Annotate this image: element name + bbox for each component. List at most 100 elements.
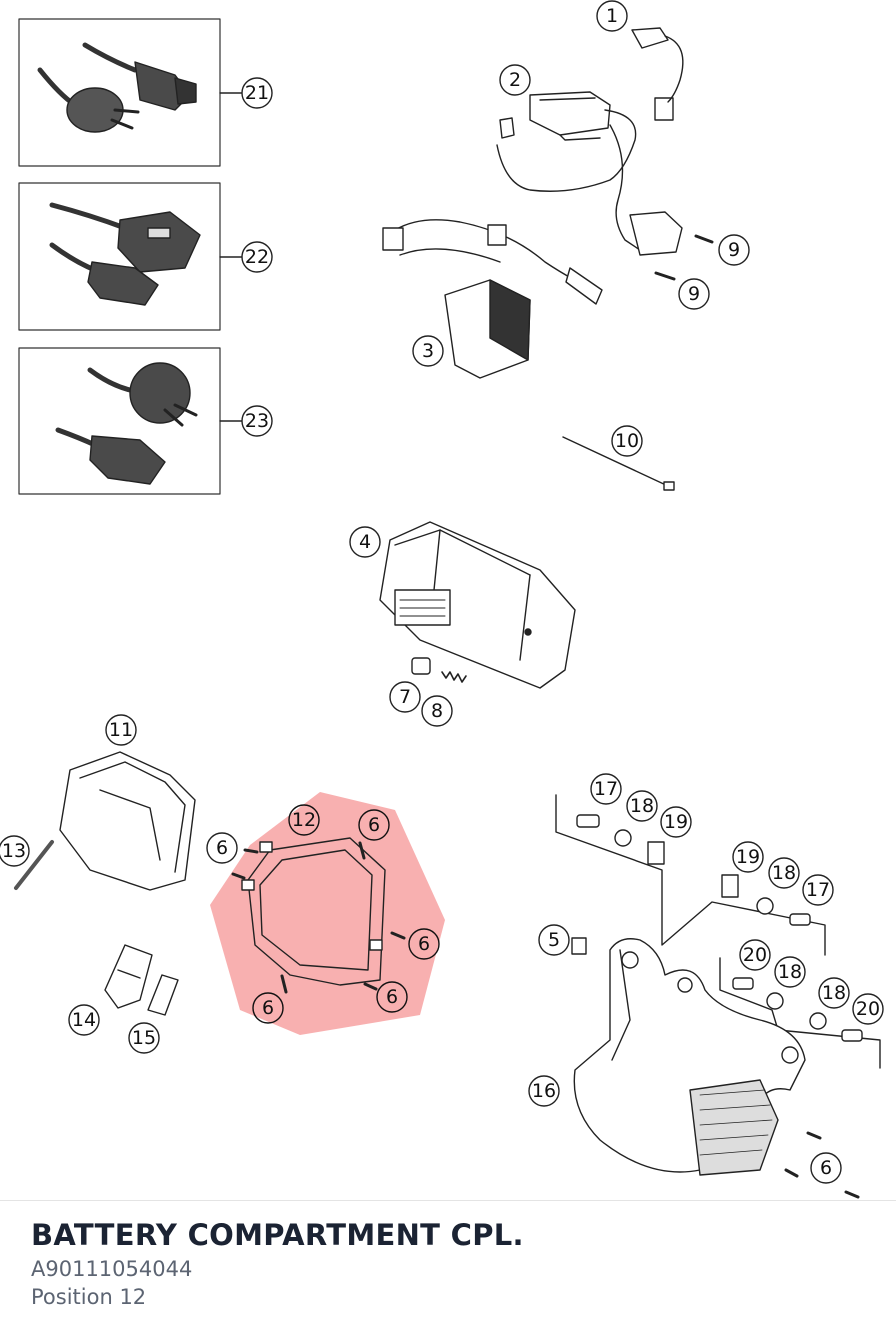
screw-part[interactable] [654,234,714,281]
motor-mount-part[interactable] [573,938,806,1176]
callout-18[interactable]: 18 [818,977,850,1009]
callout-20[interactable]: 20 [852,993,884,1025]
rod-part[interactable] [14,840,54,890]
retainer-part[interactable] [571,937,587,955]
latch-part[interactable] [104,944,153,1009]
callout-6[interactable]: 6 [252,992,284,1024]
svg-text:18: 18 [630,795,654,817]
svg-text:10: 10 [615,430,639,452]
callout-14[interactable]: 14 [68,1004,100,1036]
callout-19[interactable]: 19 [660,806,692,838]
callout-17[interactable]: 17 [590,773,622,805]
spring-part[interactable] [441,671,467,683]
callout-6[interactable]: 6 [810,1152,842,1184]
power-cord-uk-part[interactable] [18,182,221,331]
svg-text:6: 6 [386,986,398,1008]
callout-18[interactable]: 18 [626,790,658,822]
callout-group: 1 2 3 9 9 10 21 22 23 4 7 8 11 13 6 12 6… [0,0,884,1184]
svg-text:16: 16 [532,1080,556,1102]
callout-9[interactable]: 9 [678,278,710,310]
svg-text:19: 19 [736,846,760,868]
svg-text:23: 23 [245,410,269,432]
callout-10[interactable]: 10 [611,425,643,457]
bolt-part[interactable] [576,814,863,1042]
callout-2[interactable]: 2 [499,64,531,96]
callout-11[interactable]: 11 [105,714,137,746]
callout-15[interactable]: 15 [128,1022,160,1054]
svg-text:6: 6 [418,933,430,955]
battery-housing-part[interactable] [379,521,576,689]
svg-text:5: 5 [548,929,560,951]
svg-text:20: 20 [856,998,880,1020]
screw-part[interactable] [231,841,406,994]
svg-text:20: 20 [743,944,767,966]
callout-6[interactable]: 6 [376,981,408,1013]
exploded-parts-diagram: 1 2 3 9 9 10 21 22 23 4 7 8 11 13 6 12 6… [0,0,884,1199]
plug-pin-part[interactable] [411,657,431,675]
callout-4[interactable]: 4 [349,526,381,558]
svg-text:6: 6 [368,814,380,836]
callout-18[interactable]: 18 [774,956,806,988]
callout-7[interactable]: 7 [389,681,421,713]
svg-text:18: 18 [772,862,796,884]
callout-19[interactable]: 19 [732,841,764,873]
svg-text:17: 17 [594,778,618,800]
callout-9[interactable]: 9 [718,234,750,266]
highlight-region [210,792,445,1035]
callout-21[interactable]: 21 [241,77,273,109]
svg-text:12: 12 [292,809,316,831]
svg-text:11: 11 [109,719,133,741]
cable-tie-part[interactable] [562,436,675,491]
sensor-connector-part[interactable] [631,27,684,121]
svg-text:2: 2 [509,69,521,91]
battery-cover-part[interactable] [59,751,196,891]
part-position: Position 12 [31,1285,147,1309]
callout-13[interactable]: 13 [0,835,30,867]
svg-text:18: 18 [778,961,802,983]
callout-5[interactable]: 5 [538,924,570,956]
svg-text:6: 6 [262,997,274,1019]
svg-text:17: 17 [806,879,830,901]
screw-part[interactable] [784,1131,860,1199]
svg-text:8: 8 [431,700,443,722]
svg-text:18: 18 [822,982,846,1004]
callout-18[interactable]: 18 [768,857,800,889]
svg-text:22: 22 [245,246,269,268]
callout-1[interactable]: 1 [596,0,628,32]
svg-text:6: 6 [216,837,228,859]
svg-text:3: 3 [422,340,434,362]
callout-17[interactable]: 17 [802,874,834,906]
part-number: A90111054044 [31,1257,193,1281]
callout-16[interactable]: 16 [528,1075,560,1107]
latch-insert-part[interactable] [147,974,179,1016]
svg-text:14: 14 [72,1009,96,1031]
callout-12[interactable]: 12 [288,804,320,836]
charger-unit-part[interactable] [382,219,603,379]
svg-text:7: 7 [399,686,411,708]
callout-20[interactable]: 20 [739,939,771,971]
callout-6[interactable]: 6 [408,928,440,960]
svg-text:4: 4 [359,531,371,553]
bushing-part[interactable] [647,841,739,898]
callout-22[interactable]: 22 [241,241,273,273]
group-bracket-line [719,957,881,1069]
power-cord-eu-part[interactable] [18,18,221,167]
callout-6[interactable]: 6 [206,832,238,864]
part-info-panel: BATTERY COMPARTMENT CPL. A90111054044 Po… [0,1200,896,1336]
callout-6[interactable]: 6 [358,809,390,841]
cable-harness-part[interactable] [496,109,683,256]
callout-23[interactable]: 23 [241,405,273,437]
washer-part[interactable] [614,829,827,1030]
part-title: BATTERY COMPARTMENT CPL. [31,1218,524,1252]
svg-text:13: 13 [2,840,26,862]
power-cord-au-part[interactable] [18,347,221,495]
charger-board-part[interactable] [529,91,611,141]
svg-text:6: 6 [820,1157,832,1179]
svg-text:15: 15 [132,1027,156,1049]
callout-3[interactable]: 3 [412,335,444,367]
group-bracket-line [555,794,826,956]
svg-text:1: 1 [606,5,618,27]
svg-text:9: 9 [688,283,700,305]
callout-8[interactable]: 8 [421,695,453,727]
battery-frame-part[interactable] [241,837,386,986]
